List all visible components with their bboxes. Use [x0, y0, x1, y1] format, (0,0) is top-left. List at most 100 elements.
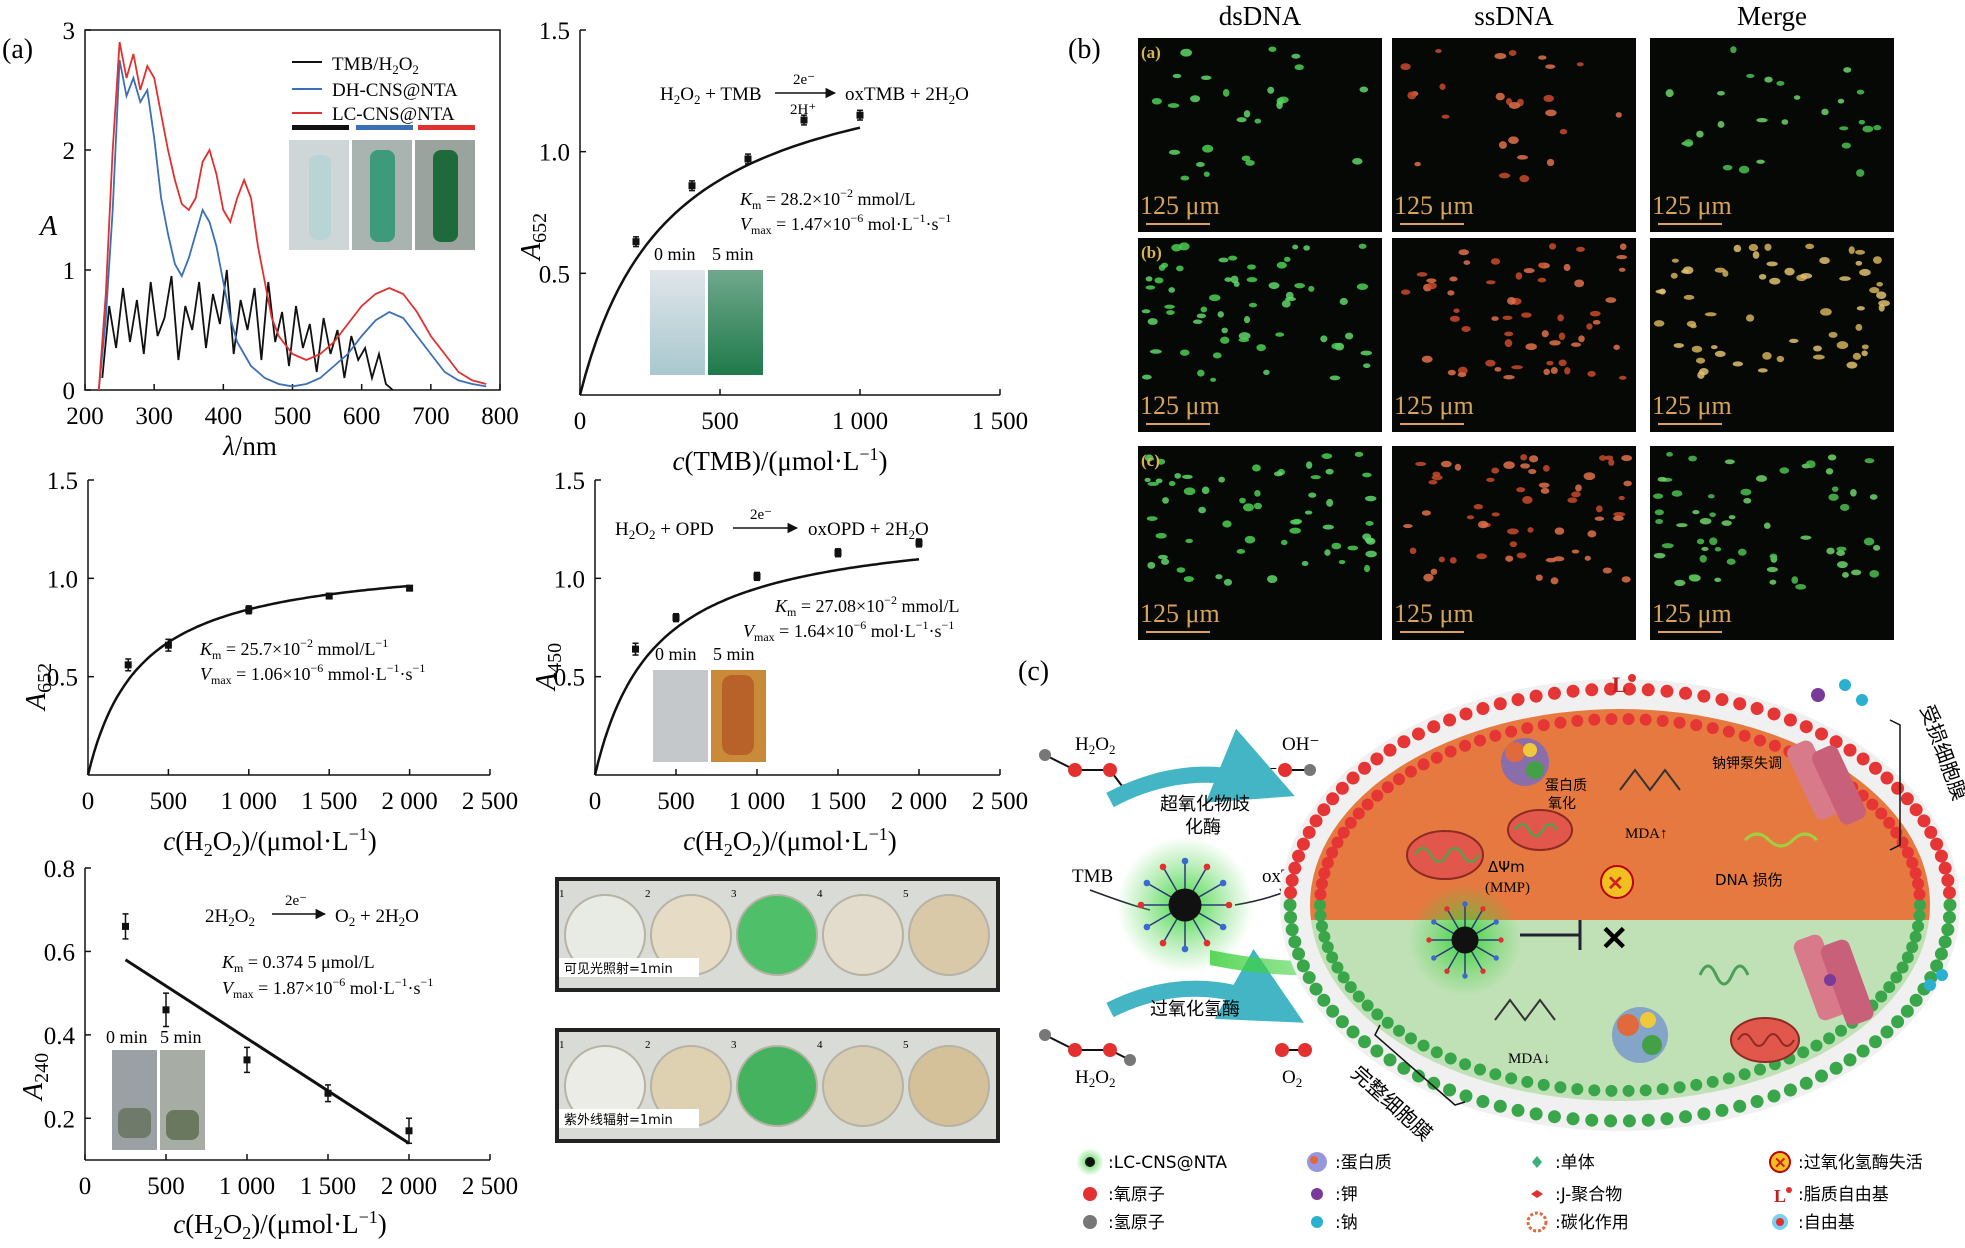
column-header: ssDNA [1474, 1, 1554, 31]
lipid-head-inner [1906, 941, 1919, 954]
tube-photo-0min [650, 270, 705, 375]
cell-spot [1145, 285, 1156, 290]
sod-label-line1: 超氧化物歧 [1160, 794, 1250, 815]
cell-spot [1732, 361, 1744, 367]
sodium-ion [1924, 979, 1936, 991]
cell-spot [1485, 359, 1496, 367]
legend-core [1085, 1157, 1095, 1167]
legend-label: :自由基 [1798, 1213, 1855, 1233]
cell-spot [1839, 126, 1849, 131]
lipid-head-outer [1443, 1083, 1457, 1097]
vmax-annotation: Vmax = 1.06×10−6 mmol·L−1·s−1 [200, 661, 425, 687]
lipid-head-inner [1622, 1084, 1635, 1097]
lipid-head-inner [1318, 867, 1331, 880]
x-tick-label: 1 500 [972, 408, 1028, 435]
lipid-head-inner [1690, 719, 1703, 732]
lipid-head-inner [1810, 1039, 1823, 1052]
ligand-end [1203, 863, 1211, 871]
hydrogen-atom-icon [1083, 1215, 1097, 1229]
cell-spot [1714, 267, 1726, 273]
cell-spot [1304, 510, 1313, 515]
series-line-2 [97, 41, 487, 391]
cell-spot [1347, 545, 1359, 551]
lipid-head-inner [1909, 867, 1922, 880]
lipid-head-inner [1473, 734, 1486, 747]
cell-spot [1449, 315, 1460, 322]
lipid-head-outer [1930, 959, 1944, 973]
cell-spot [1362, 472, 1372, 478]
cell-spot [1595, 505, 1603, 513]
cell-spot [1461, 326, 1471, 332]
cell-spot [1157, 554, 1168, 560]
cell-spot [1570, 342, 1582, 347]
cell-spot [1284, 296, 1296, 302]
cell-spot [1554, 527, 1565, 535]
cell-spot [1589, 310, 1601, 317]
cell-spot [1218, 257, 1229, 263]
cell-spot [1528, 469, 1537, 475]
intact-membrane-bracket [1374, 1024, 1466, 1106]
lipid-head-outer [1829, 735, 1843, 749]
lipid-head-inner [1913, 888, 1926, 901]
well [736, 1045, 818, 1127]
cell-spot [1869, 494, 1878, 500]
nanoparticle-inside-cell [1409, 884, 1521, 996]
cell-spot [1435, 48, 1442, 54]
micrograph-tile: 125 μm [1650, 38, 1894, 232]
cell-spot [1402, 523, 1413, 529]
ion-channel-intact [1793, 934, 1874, 1026]
cell-spot [1141, 374, 1152, 380]
protein-oxidation-label-2: 氧化 [1548, 796, 1576, 812]
cell-spot [1449, 557, 1457, 564]
cell-spot [1665, 89, 1674, 98]
lipid-radical-icon: L [1774, 1186, 1792, 1206]
cell-spot [1256, 344, 1266, 352]
cell-spot [1253, 502, 1262, 510]
y-tick-label: 2 [63, 138, 76, 165]
legend-label: :蛋白质 [1335, 1153, 1392, 1173]
nanoparticle-icon [1076, 1148, 1104, 1176]
plate-caption: 紫外线辐射=1min [564, 1112, 673, 1128]
fit-line [124, 958, 410, 1145]
cell-spot [1245, 159, 1255, 166]
ligand-chain [1197, 912, 1224, 928]
lipid-head-inner [1315, 920, 1328, 933]
cell-spot [1709, 512, 1716, 518]
cell-spot [1537, 277, 1547, 283]
cell-spot [1171, 243, 1182, 252]
well-number: 2 [645, 1039, 651, 1051]
cell-spot [1548, 243, 1557, 250]
ligand-chain [1433, 945, 1455, 959]
cell-spot [1158, 264, 1166, 271]
tube-color-bar-red [418, 125, 475, 130]
cell-spot [1836, 341, 1849, 350]
dna-damaged-icon [1743, 832, 1819, 848]
lipid-head-outer [1938, 861, 1952, 875]
lipid-head-outer [1358, 1035, 1372, 1049]
cell-spot [1671, 490, 1683, 497]
dna-damage-label: DNA 损伤 [1715, 871, 1783, 889]
x-tick-label: 500 [147, 1173, 185, 1200]
cell-spot [1821, 108, 1829, 116]
lipid-head-outer [1427, 1076, 1441, 1090]
cell-spot [1201, 486, 1210, 495]
cell-spot [1505, 555, 1514, 562]
cell-spot [1243, 316, 1251, 324]
x-tick-label: 2 500 [462, 788, 518, 815]
cell: ΔΨm (MMP) 蛋白质 氧化 MDA↑ MDA↓ 钠钾泵失调 DNA 损伤 [1280, 672, 1965, 1146]
cell-spot [1147, 561, 1156, 569]
cell-spot [1714, 547, 1722, 552]
lipid-head-inner [1444, 1052, 1457, 1065]
cell-spot [1507, 528, 1519, 535]
lipid-head-outer [1900, 1004, 1914, 1018]
inset-label-0min: 0 min [106, 1027, 148, 1047]
data-point [744, 155, 752, 163]
row-label: (b) [1141, 243, 1162, 262]
lipid-head-outer [1843, 743, 1857, 757]
cell-spot [1364, 537, 1374, 543]
lipid-head-inner [1371, 1008, 1384, 1021]
scale-bar-label: 125 μm [1140, 599, 1220, 628]
lipid-head-outer [1288, 935, 1302, 949]
